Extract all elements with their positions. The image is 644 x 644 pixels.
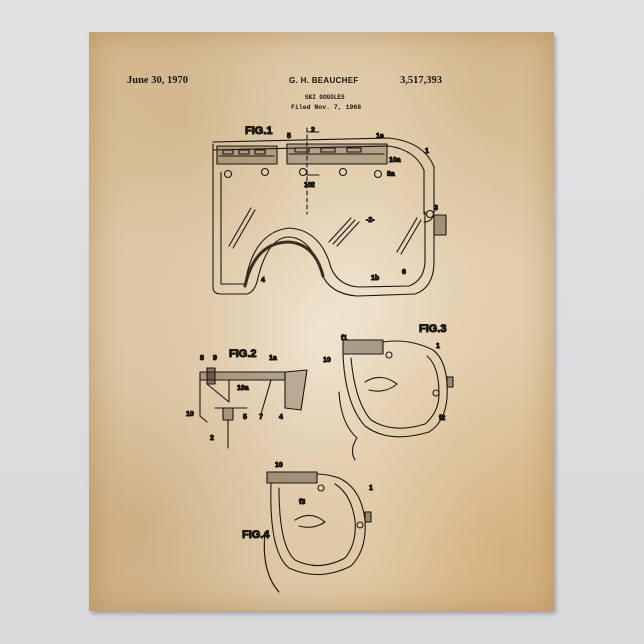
figure-1-drawing — [212, 127, 447, 297]
figure-3-drawing — [338, 339, 454, 461]
svg-text:1: 1 — [436, 343, 440, 350]
svg-text:1b: 1b — [371, 275, 379, 282]
svg-text:f1: f1 — [341, 335, 347, 342]
svg-text:10: 10 — [275, 462, 283, 469]
svg-text:8: 8 — [200, 355, 204, 362]
svg-text:10: 10 — [304, 182, 312, 189]
svg-text:4: 4 — [261, 277, 265, 284]
patent-date: June 30, 1970 — [127, 75, 188, 86]
svg-text:4: 4 — [279, 414, 283, 421]
svg-text:FIG.4: FIG.4 — [242, 529, 270, 541]
svg-text:f3: f3 — [299, 499, 305, 506]
patent-number: 3,517,393 — [400, 75, 442, 86]
svg-text:5: 5 — [243, 414, 247, 421]
svg-text:9: 9 — [213, 355, 217, 362]
svg-text:1: 1 — [425, 148, 429, 155]
svg-text:10a: 10a — [237, 385, 249, 392]
svg-text:2: 2 — [311, 127, 315, 134]
svg-text:1: 1 — [369, 485, 373, 492]
svg-text:10: 10 — [323, 357, 331, 364]
svg-text:3: 3 — [434, 205, 438, 212]
svg-text:FIG.3: FIG.3 — [419, 323, 447, 335]
svg-text:FIG.2: FIG.2 — [229, 348, 257, 360]
filed-date: Filed Nov. 7, 1968 — [291, 104, 362, 111]
inventor-name: G. H. BEAUCHEF — [289, 76, 359, 85]
svg-text:7: 7 — [259, 414, 263, 421]
svg-text:1a: 1a — [269, 355, 277, 362]
patent-drawings: FIG.1 5 2 1a 1 10a 8a 10 2 3 -2- 1b 4 6 — [185, 124, 454, 593]
fig1-label: FIG.1 — [245, 125, 273, 137]
svg-text:8a: 8a — [387, 171, 395, 178]
svg-text:6: 6 — [402, 269, 406, 276]
figure-2-drawing — [199, 367, 308, 449]
svg-text:2: 2 — [210, 435, 214, 442]
svg-text:-2-: -2- — [366, 217, 375, 224]
svg-text:1a: 1a — [376, 133, 384, 140]
svg-text:5: 5 — [287, 133, 291, 140]
figure-4-drawing — [263, 471, 372, 593]
svg-text:10: 10 — [186, 411, 194, 418]
svg-text:2: 2 — [311, 182, 315, 189]
patent-poster: June 30, 1970 G. H. BEAUCHEF 3,517,393 S… — [89, 32, 554, 611]
svg-text:10a: 10a — [389, 157, 401, 164]
svg-text:f2: f2 — [439, 415, 445, 422]
patent-title: SKI GOGGLES — [305, 94, 345, 101]
